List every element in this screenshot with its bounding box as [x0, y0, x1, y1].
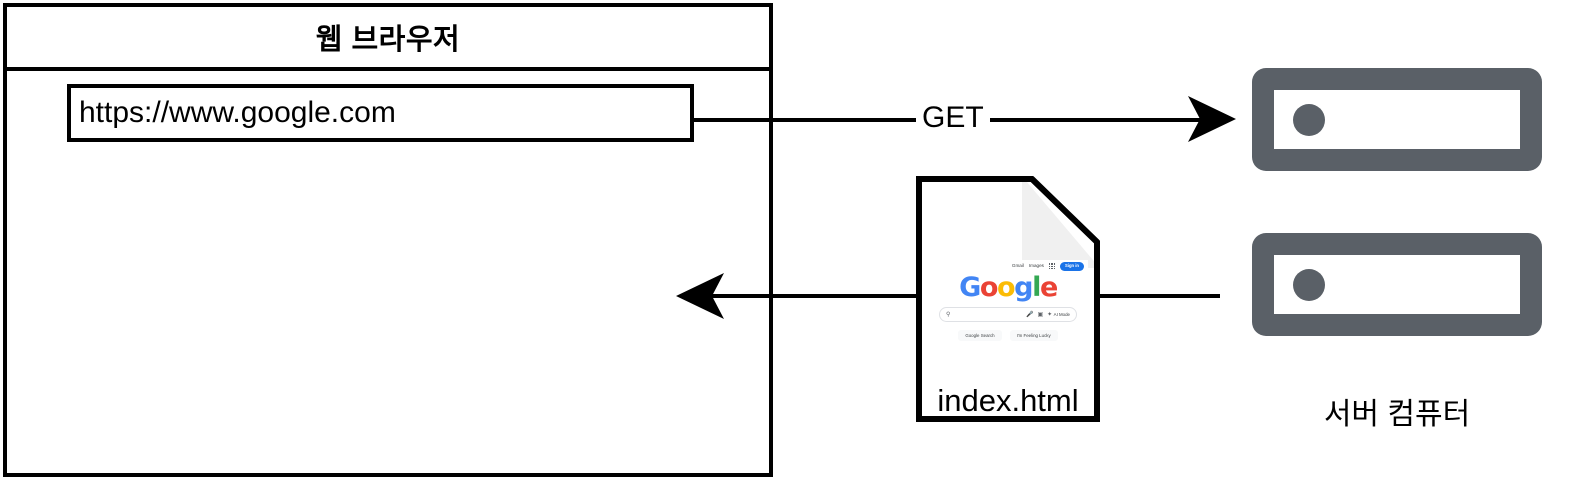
google-homepage-preview: Gmail Images Sign in Google ⚲ 🎤 ▣ ✦ AI M… — [928, 260, 1088, 352]
google-feeling-lucky-button[interactable]: I'm Feeling Lucky — [1009, 330, 1058, 342]
request-method-label: GET — [916, 100, 990, 136]
browser-title: 웹 브라우저 — [315, 24, 461, 56]
html-document-icon: Gmail Images Sign in Google ⚲ 🎤 ▣ ✦ AI M… — [916, 176, 1100, 422]
search-icon: ⚲ — [946, 311, 951, 318]
google-logo-letter-6: e — [1039, 272, 1058, 303]
response-arrowhead-icon — [676, 273, 724, 319]
server-unit-shell — [1252, 233, 1542, 336]
google-images-link[interactable]: Images — [1028, 262, 1044, 268]
google-top-nav: Gmail Images Sign in — [1012, 262, 1084, 271]
request-arrowhead-icon — [1188, 96, 1236, 142]
google-logo-letter-5: l — [1032, 272, 1041, 303]
server-computer-label: 서버 컴퓨터 — [1323, 398, 1471, 431]
document-filename-label: index.html — [937, 382, 1079, 418]
google-logo-letter-4: g — [1014, 272, 1033, 303]
browser-window: 웹 브라우저 — [3, 3, 773, 477]
server-status-led-icon — [1293, 103, 1325, 136]
google-logo: Google — [928, 274, 1088, 301]
server-rack-unit-2 — [1252, 233, 1542, 336]
server-status-led-icon — [1293, 268, 1325, 301]
google-action-buttons: Google Search I'm Feeling Lucky — [928, 330, 1088, 342]
google-sign-in-button[interactable]: Sign in — [1060, 262, 1084, 271]
google-ai-mode-label: AI Mode — [1053, 312, 1070, 317]
url-input[interactable]: https://www.google.com — [67, 84, 694, 142]
google-logo-letter-3: o — [997, 272, 1016, 303]
google-apps-grid-icon[interactable] — [1048, 263, 1056, 270]
google-search-input[interactable]: ⚲ 🎤 ▣ ✦ AI Mode — [939, 307, 1077, 322]
google-gmail-link[interactable]: Gmail — [1011, 262, 1024, 268]
camera-lens-icon[interactable]: ▣ — [1037, 311, 1044, 318]
server-computer-icon — [1252, 68, 1542, 336]
sparkle-icon: ✦ — [1047, 311, 1053, 318]
server-unit-shell — [1252, 68, 1542, 171]
browser-titlebar: 웹 브라우저 — [7, 7, 769, 71]
microphone-icon[interactable]: 🎤 — [1025, 311, 1034, 318]
url-input-value: https://www.google.com — [79, 96, 396, 129]
google-logo-letter-2: o — [979, 272, 999, 303]
google-logo-letter-1: G — [959, 272, 981, 303]
google-ai-mode-button[interactable]: ✦ AI Mode — [1047, 312, 1070, 318]
google-search-button[interactable]: Google Search — [958, 330, 1002, 342]
server-rack-unit-1 — [1252, 68, 1542, 171]
